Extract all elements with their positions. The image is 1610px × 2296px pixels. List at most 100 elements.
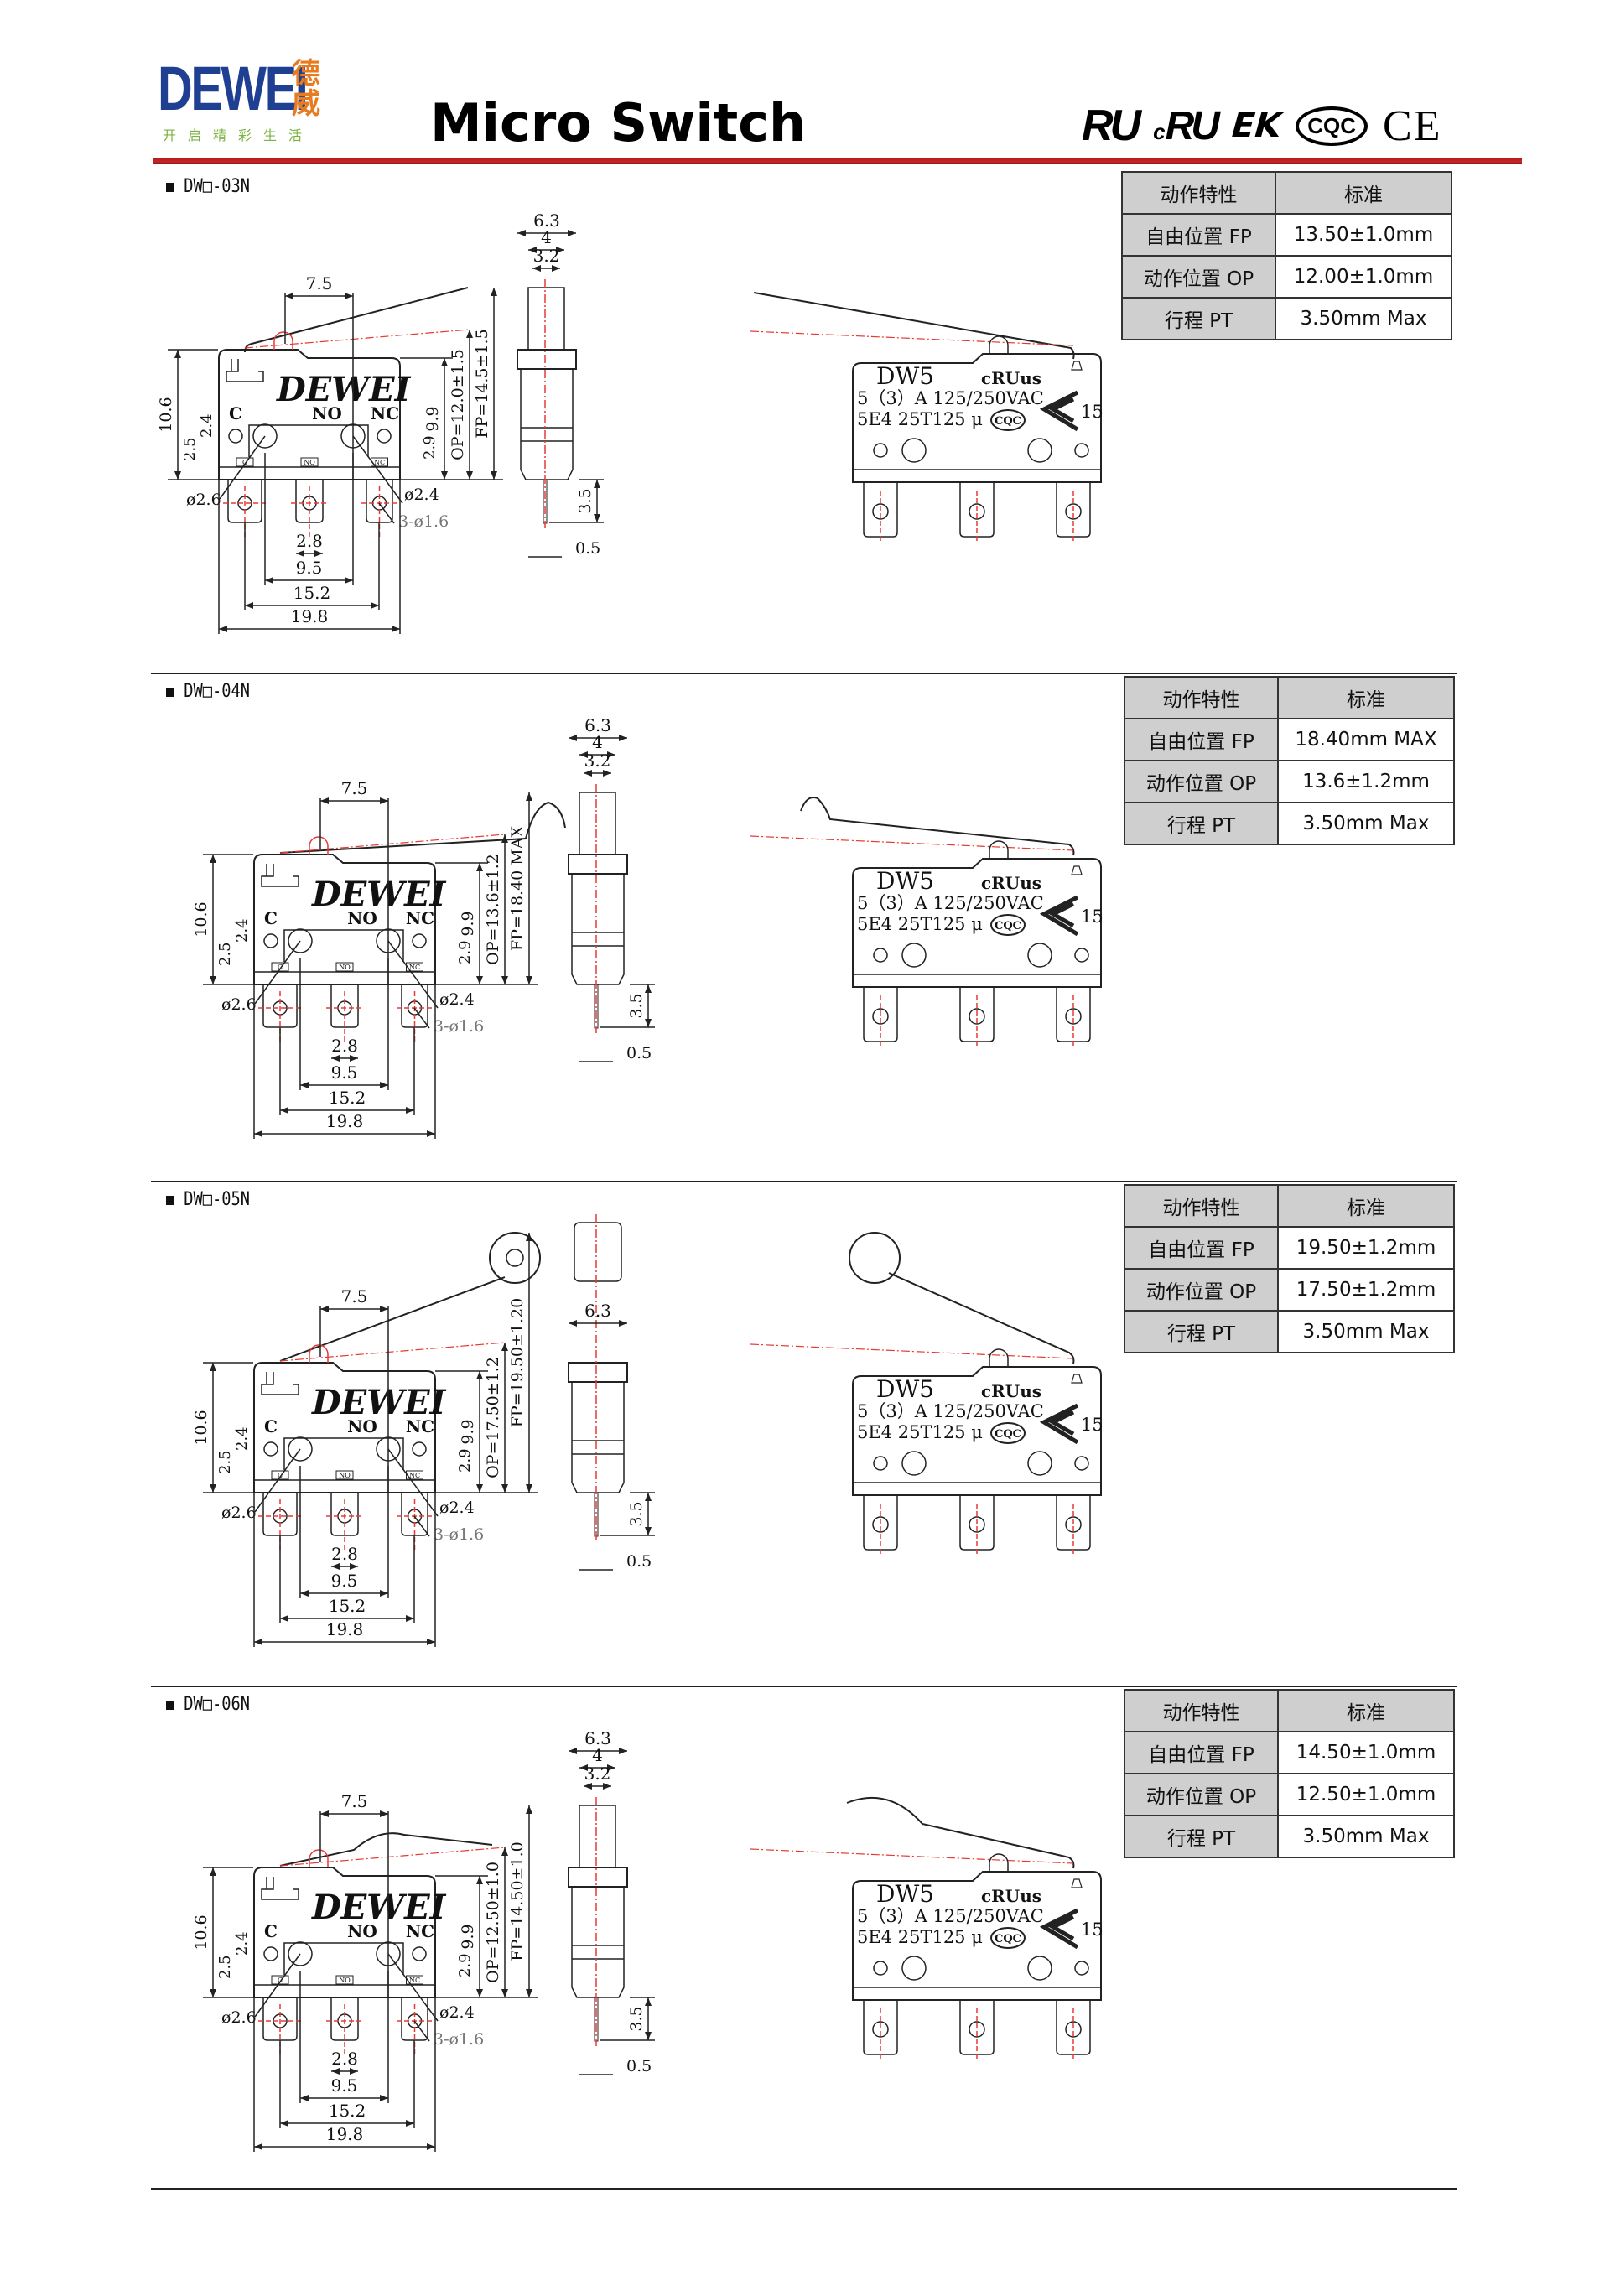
param-cell: 自由位置 FP: [1124, 1731, 1279, 1774]
cqc-mark-icon: [990, 1422, 1026, 1444]
terminal: [330, 1493, 359, 1536]
dim-d1: 2.4: [233, 1426, 251, 1451]
dim-d3: 2.9: [456, 1448, 474, 1473]
side-pin: [594, 1492, 599, 1537]
mount-hole-large: [288, 1941, 313, 1966]
terminal-hole: [872, 2021, 889, 2038]
pcb-label-box: [371, 457, 388, 467]
ul-mark-icon: cRUus: [981, 368, 1041, 388]
mount-hole: [1074, 948, 1089, 963]
pcb-label-box: [236, 457, 254, 467]
cqc-mark-icon: [990, 409, 1026, 431]
side-plunger: [579, 1805, 616, 1868]
leader-line: [387, 1953, 439, 2022]
dim-fp-label: FP=18.40 MAX: [508, 826, 527, 951]
dim-body-height-label: 9.9: [459, 1924, 477, 1949]
pcb-label-box: [271, 1470, 289, 1480]
dim-d2: 2.5: [181, 437, 199, 461]
bullet-square-icon: [166, 1195, 174, 1205]
param-cell: 行程 PT: [1124, 802, 1279, 845]
plunger: [273, 331, 293, 350]
dim-hole-c: ø2.6: [221, 2008, 257, 2027]
terminal-hole: [969, 1008, 985, 1025]
dim-d2: 2.5: [216, 942, 234, 966]
dim-width-label: 19.8: [326, 1619, 364, 1639]
roller: [489, 1232, 541, 1284]
pcb-label: NO: [304, 459, 315, 466]
pcb-label: NC: [409, 1472, 420, 1479]
mount-hole: [1027, 1451, 1052, 1476]
mount-hole: [873, 948, 888, 963]
mount-hole: [1074, 443, 1089, 458]
terminal-hole: [872, 1516, 889, 1533]
terminal-hole: [1065, 1516, 1082, 1533]
dim-terminal-holes: 3-ø1.6: [398, 512, 449, 531]
lever-operated-position: [750, 1848, 1074, 1864]
terminal-hole: [1065, 1008, 1082, 1025]
inner-recess: [283, 1437, 404, 1470]
value-cell: 3.50mm Max: [1277, 802, 1455, 845]
lever-operated-position: [750, 1343, 1074, 1359]
model-name: DW□-03N: [184, 176, 251, 197]
pcb-label-box: [335, 1975, 354, 1985]
actuator-slot: [261, 1877, 299, 1900]
dim-side-3-2-label: 3.2: [584, 751, 611, 771]
actuator-slot: [226, 359, 264, 382]
value-cell: 12.50±1.0mm: [1277, 1773, 1455, 1816]
marking-rating: 5（3）A 125/250VAC: [857, 1401, 1044, 1421]
dim-pin-length-label: 3.5: [627, 1501, 646, 1526]
bullet-square-icon: [166, 182, 174, 192]
marking-lever: [846, 1796, 1075, 1869]
plunger: [309, 1344, 329, 1363]
cqc-mark-icon: [990, 914, 1026, 936]
certification-marks: RU cRU EK CQC CE: [1082, 99, 1441, 153]
dim-side-width-label: 6.3: [584, 1301, 611, 1321]
dim-side-4-label: 4: [541, 227, 552, 247]
marking-model: DW5: [876, 1375, 934, 1403]
mount-hole: [1074, 1961, 1089, 1976]
terminal-label: C: [264, 1416, 278, 1436]
pcb-label: NO: [339, 1472, 351, 1479]
mount-hole: [901, 1956, 927, 1981]
terminal: [262, 1997, 298, 2041]
ur-mark-icon: RU: [1082, 101, 1141, 150]
side-body: [520, 369, 574, 480]
mount-hole-c: [228, 429, 243, 444]
lever-operated-position: [279, 1342, 506, 1362]
side-flange: [568, 854, 628, 875]
param-cell: 自由位置 FP: [1121, 213, 1276, 257]
mount-hole-c: [263, 1946, 278, 1961]
dim-pin-width: 0.5: [575, 539, 600, 558]
terminal: [295, 480, 324, 523]
model-name: DW□-06N: [184, 1694, 251, 1715]
marking-rating: 5（3）A 125/250VAC: [857, 893, 1044, 913]
terminal-label: NO: [347, 1416, 377, 1436]
dim-terminal-holes: 3-ø1.6: [434, 1017, 484, 1036]
dim-body-height-label: 9.9: [459, 1419, 477, 1444]
param-cell: 自由位置 FP: [1124, 718, 1279, 761]
header-cell: 标准: [1275, 171, 1452, 215]
terminal: [330, 1997, 359, 2041]
dim-terminal-width-arrows: [331, 2068, 358, 2075]
body-brand: DEWEI: [311, 1888, 447, 1927]
dim-lever-pos-label: 7.5: [341, 778, 368, 798]
marking-rating: 5（3）A 125/250VAC: [857, 388, 1044, 408]
leader-line: [378, 502, 395, 524]
marking-rating-2: 5E4 25T125 μ: [857, 1422, 983, 1442]
dim-height-label: 10.6: [192, 1410, 210, 1445]
param-cell: 行程 PT: [1121, 297, 1276, 340]
dim-side-width-label: 6.3: [584, 715, 611, 735]
dim-terminal-width-label: 2.8: [331, 1036, 358, 1056]
marking-rating-2: 5E4 25T125 μ: [857, 914, 983, 934]
switch-body: [253, 854, 436, 985]
leader-line: [413, 1007, 430, 1029]
dim-hole-nc: ø2.4: [439, 1499, 475, 1517]
dim-fp-label: FP=19.50±1.20: [508, 1298, 527, 1428]
